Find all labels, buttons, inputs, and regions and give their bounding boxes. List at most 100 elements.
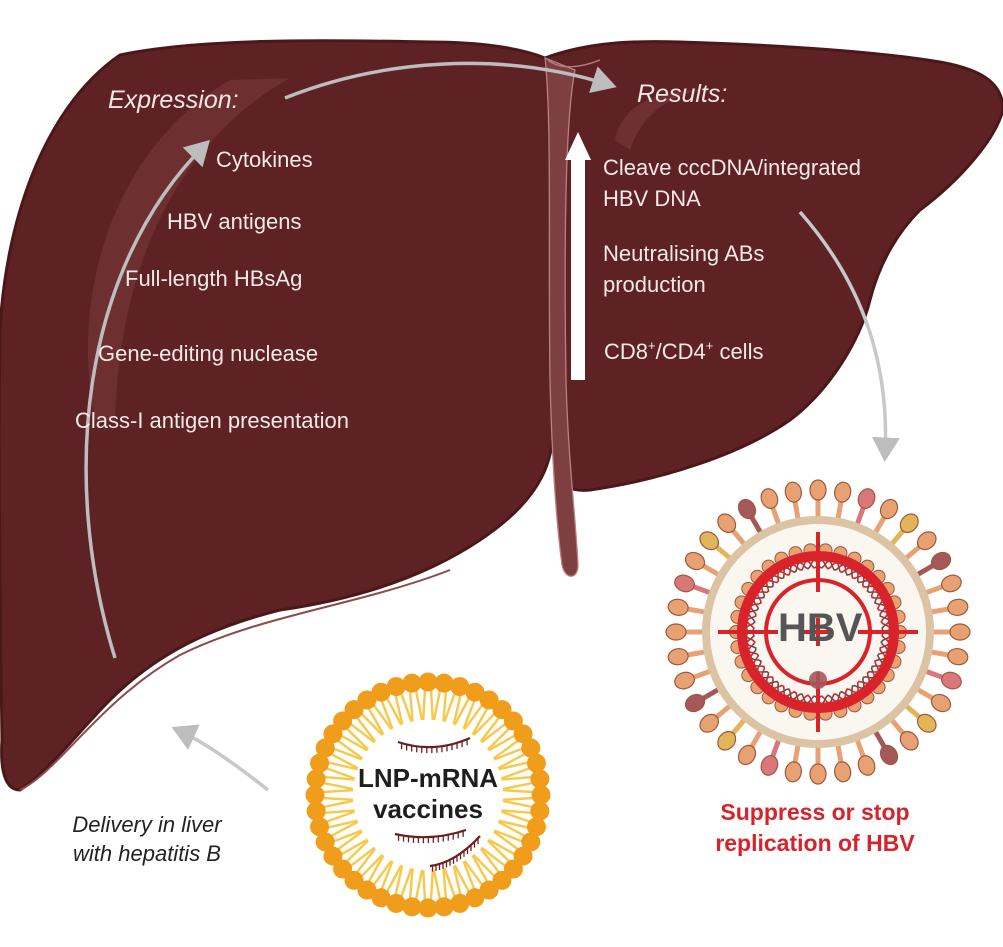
polymerase-dot (809, 671, 827, 689)
lipid-head (315, 832, 335, 852)
delivery-caption: Delivery in liver with hepatitis B (52, 810, 242, 868)
lipid-tail (463, 704, 484, 731)
lipid-tail (380, 860, 394, 890)
lipid-head (465, 682, 485, 702)
increase-arrow-icon (565, 132, 591, 380)
lipid-head (315, 738, 335, 758)
lipid-tail (453, 697, 470, 726)
lipid-head (306, 801, 326, 821)
protein-head (667, 598, 689, 617)
lipid-tail (429, 689, 434, 721)
lipid-tail (492, 739, 519, 760)
protein-head (809, 763, 827, 785)
protein-head (760, 755, 779, 776)
expression-item: HBV antigens (167, 209, 302, 234)
lipid-tail (380, 700, 394, 730)
lipid-tail (501, 809, 532, 815)
lipid-tail (501, 775, 532, 781)
target-crosshair-icon (718, 532, 918, 732)
lipid-tail (327, 819, 358, 829)
lipid-tail (422, 689, 427, 721)
lipid-tail (345, 727, 370, 751)
caption-line: Delivery in liver (72, 812, 222, 837)
protein-head (667, 647, 689, 666)
expression-item: Cytokines (216, 147, 313, 172)
lipid-head (530, 801, 550, 821)
results-to-hbv-arrow (798, 210, 900, 462)
lipid-tail (333, 747, 363, 761)
lipid-head (418, 672, 438, 692)
protein-head (717, 513, 737, 534)
protein-head (737, 744, 757, 766)
cells-label: cells (713, 339, 764, 364)
lipid-tail (408, 691, 414, 722)
delivery-arrow (171, 724, 270, 792)
superscript: + (705, 338, 714, 353)
lipid-head (402, 897, 422, 917)
protein-head (737, 498, 757, 520)
lipid-tail (480, 846, 507, 867)
lipid-tail (414, 690, 424, 721)
lipid-head (479, 690, 499, 710)
lipid-head (531, 785, 551, 805)
lipid-head (492, 870, 512, 890)
lipid-head (530, 769, 550, 789)
lipid-tail (492, 830, 519, 851)
result-item: Neutralising ABs production (603, 238, 764, 300)
results-heading: Results: (637, 80, 728, 108)
protein-head (784, 761, 803, 783)
protein-head (684, 551, 706, 571)
lipid-head (386, 677, 406, 697)
lipid-tail (394, 865, 404, 896)
lipid-tail (360, 853, 384, 878)
protein-head (947, 598, 969, 617)
lipid-head (521, 738, 541, 758)
lipid-tail (322, 789, 354, 794)
liver-ligament (544, 56, 579, 577)
lipid-tail (386, 697, 403, 726)
lipid-tail (400, 867, 413, 897)
protein-head (930, 693, 952, 713)
cycle-up-arrow (84, 140, 210, 659)
protein-head (949, 623, 971, 641)
lipid-head (310, 817, 330, 837)
lipid-head (344, 700, 364, 720)
hbv-caption: Suppress or stop replication of HBV (690, 797, 940, 859)
lipid-tail (442, 868, 448, 899)
protein-head (941, 671, 962, 690)
lipid-tail (326, 767, 356, 780)
protein-head (833, 761, 852, 783)
hbv-label: HBV (778, 606, 863, 650)
lipid-tail (330, 820, 359, 837)
lipid-tail (487, 734, 516, 752)
lipid-tail (500, 767, 530, 780)
caption-line: with hepatitis B (73, 841, 221, 866)
protein-head (879, 498, 899, 520)
lipid-tail (345, 839, 370, 863)
lipid-head (450, 677, 470, 697)
lipid-tail (442, 691, 448, 722)
liver-rim (19, 569, 451, 791)
expression-heading: Expression: (108, 86, 239, 114)
protein-head (809, 479, 827, 501)
lipid-tail (500, 810, 530, 823)
lipid-head (371, 682, 391, 702)
lipid-tail (322, 796, 354, 801)
lipid-head (371, 888, 391, 908)
lipid-tail (429, 869, 434, 901)
lipid-head (386, 893, 406, 913)
lnp-core (345, 712, 511, 878)
result-item-line: HBV DNA (603, 186, 701, 211)
lipid-head (450, 893, 470, 913)
lipid-tail (479, 716, 500, 743)
protein-head (916, 531, 937, 551)
surface-protein (784, 481, 803, 530)
lipid-tail (472, 712, 496, 737)
lipid-tail (356, 847, 377, 874)
lipid-head (323, 846, 343, 866)
lipid-tail (422, 869, 427, 901)
result-item: Cleave cccDNA/integrated HBV DNA (603, 152, 861, 214)
lipid-tail (493, 829, 523, 843)
lipid-tail (462, 860, 476, 890)
protein-head (684, 693, 706, 713)
